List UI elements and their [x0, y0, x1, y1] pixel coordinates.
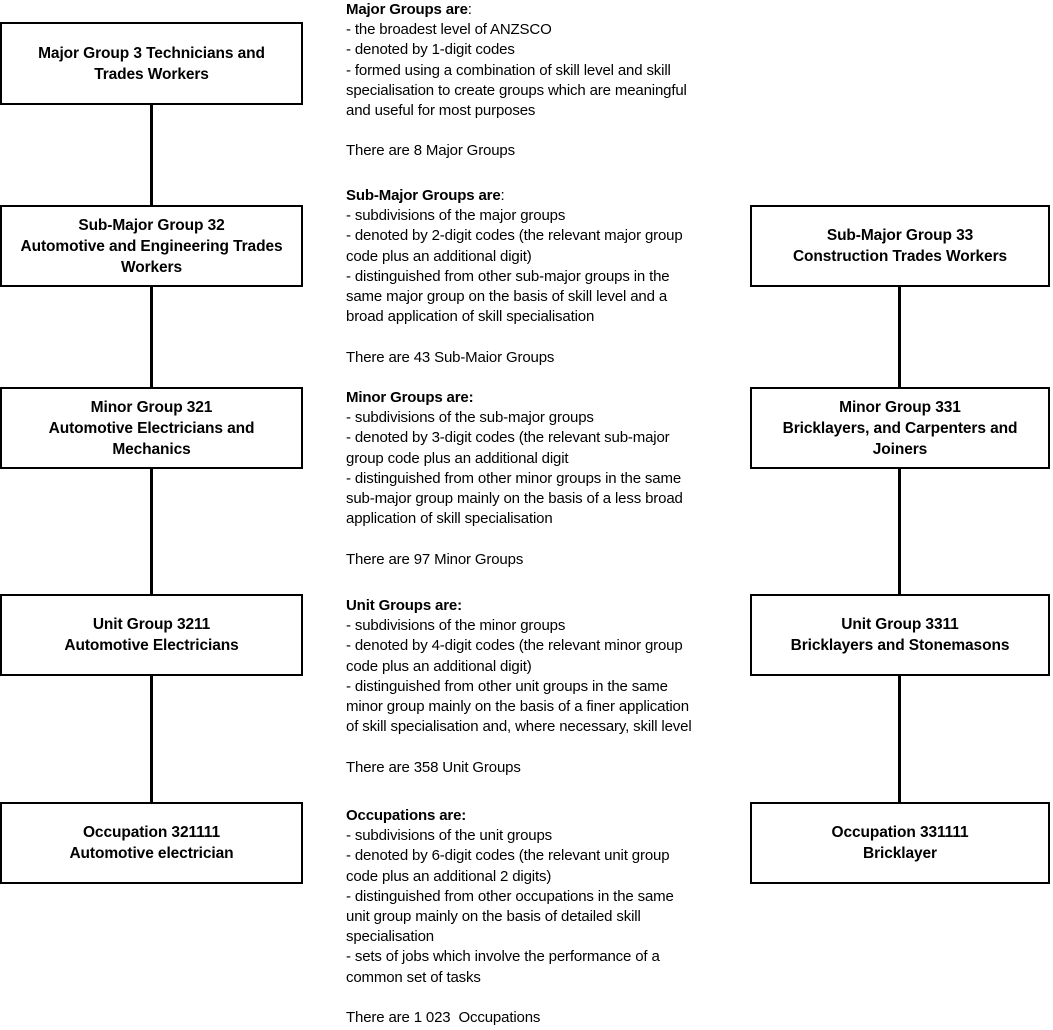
node-occupation-331111-label: Occupation 331111 Bricklayer	[831, 824, 969, 862]
connector-left-2	[150, 285, 153, 389]
node-minor-group-331-label: Minor Group 331 Bricklayers, and Carpent…	[782, 398, 1018, 458]
node-occupation-331111[interactable]: Occupation 331111 Bricklayer	[750, 802, 1050, 884]
connector-left-1	[150, 103, 153, 207]
node-unit-group-3311-label: Unit Group 3311 Bricklayers and Stonemas…	[790, 616, 1010, 654]
note-unit-groups: Unit Groups are: - subdivisions of the m…	[346, 596, 724, 778]
node-minor-group-321-label: Minor Group 321 Automotive Electricians …	[48, 398, 255, 458]
node-sub-major-group-32-label: Sub-Major Group 32 Automotive and Engine…	[20, 216, 283, 276]
note-unit-groups-body: - subdivisions of the minor groups - den…	[346, 617, 692, 736]
node-major-group-3-label: Major Group 3 Technicians and Trades Wor…	[38, 44, 265, 83]
note-minor-groups-heading: Minor Groups are:	[346, 389, 474, 406]
note-unit-groups-heading: Unit Groups are:	[346, 597, 462, 614]
note-unit-groups-spacer	[346, 737, 724, 757]
connector-right-3	[898, 674, 901, 804]
node-sub-major-group-33-label: Sub-Major Group 33 Construction Trades W…	[792, 227, 1008, 265]
note-major-groups-heading-tail: :	[467, 1, 472, 18]
node-minor-group-321[interactable]: Minor Group 321 Automotive Electricians …	[0, 387, 303, 469]
note-occupations-body: - subdivisions of the unit groups - deno…	[346, 827, 674, 986]
note-sub-major-groups-body: - subdivisions of the major groups - den…	[346, 207, 683, 326]
note-minor-groups-count: There are 97 Minor Groups	[346, 550, 524, 568]
note-major-groups-body: - the broadest level of ANZSCO - denoted…	[346, 21, 687, 120]
note-occupations: Occupations are: - subdivisions of the u…	[346, 806, 724, 1028]
note-sub-major-groups-count: There are 43 Sub-Maior Groups	[346, 348, 555, 366]
node-occupation-321111[interactable]: Occupation 321111 Automotive electrician	[0, 802, 303, 884]
note-sub-major-groups-spacer	[346, 327, 724, 347]
note-occupations-heading: Occupations are:	[346, 807, 467, 824]
connector-right-1	[898, 285, 901, 389]
connector-left-4	[150, 674, 153, 804]
note-minor-groups-body: - subdivisions of the sub-major groups -…	[346, 409, 683, 528]
node-sub-major-group-32[interactable]: Sub-Major Group 32 Automotive and Engine…	[0, 205, 303, 287]
connector-left-3	[150, 467, 153, 596]
note-sub-major-groups-heading-tail: :	[500, 187, 505, 204]
note-major-groups-spacer	[346, 121, 724, 141]
note-minor-groups: Minor Groups are: - subdivisions of the …	[346, 388, 724, 570]
node-unit-group-3211[interactable]: Unit Group 3211 Automotive Electricians	[0, 594, 303, 676]
node-sub-major-group-33[interactable]: Sub-Major Group 33 Construction Trades W…	[750, 205, 1050, 287]
connector-right-2	[898, 467, 901, 596]
node-major-group-3[interactable]: Major Group 3 Technicians and Trades Wor…	[0, 22, 303, 105]
note-occupations-count: There are 1 023 Occupations	[346, 1009, 541, 1027]
note-unit-groups-count: There are 358 Unit Groups	[346, 758, 521, 776]
node-unit-group-3311[interactable]: Unit Group 3311 Bricklayers and Stonemas…	[750, 594, 1050, 676]
node-minor-group-331[interactable]: Minor Group 331 Bricklayers, and Carpent…	[750, 387, 1050, 469]
note-sub-major-groups: Sub-Major Groups are: - subdivisions of …	[346, 186, 724, 368]
note-major-groups-count: There are 8 Major Groups	[346, 142, 515, 160]
note-sub-major-groups-heading: Sub-Major Groups are	[346, 187, 501, 204]
node-unit-group-3211-label: Unit Group 3211 Automotive Electricians	[64, 616, 239, 654]
note-minor-groups-spacer	[346, 529, 724, 549]
note-major-groups: Major Groups are: - the broadest level o…	[346, 0, 724, 162]
note-major-groups-heading: Major Groups are	[346, 1, 468, 18]
note-occupations-spacer	[346, 988, 724, 1008]
node-occupation-321111-label: Occupation 321111 Automotive electrician	[69, 824, 234, 862]
